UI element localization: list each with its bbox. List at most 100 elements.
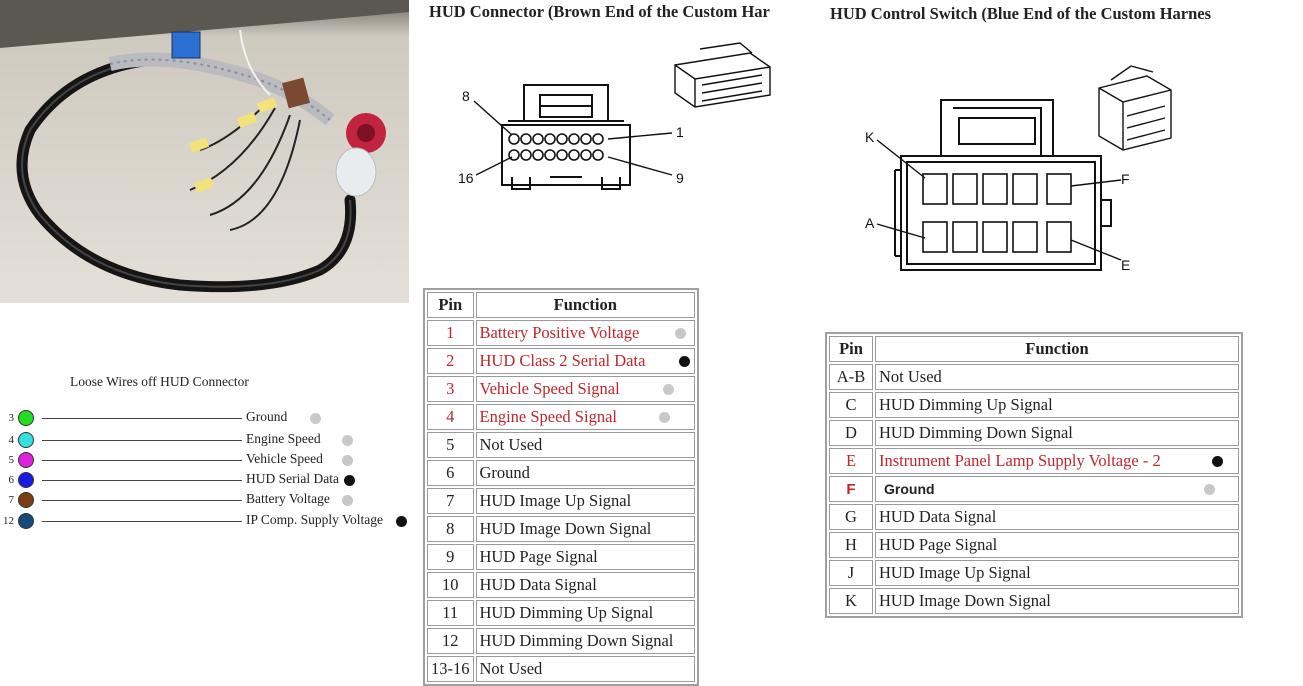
wire-label: HUD Serial Data: [246, 471, 339, 486]
table-row: 12 HUD Dimming Down Signal: [427, 628, 695, 654]
pin-cell: 11: [427, 600, 474, 626]
pin-cell: 13-16: [427, 656, 474, 682]
grey-dot-icon: [662, 384, 674, 395]
pin-cell: E: [829, 448, 873, 474]
black-dot-icon: [1212, 456, 1223, 467]
table-row: 1 Battery Positive Voltage: [427, 320, 695, 346]
wire-number: 12: [3, 515, 14, 527]
function-header: Function: [475, 292, 695, 318]
pin-header: Pin: [829, 336, 873, 362]
wire-color-icon: [18, 492, 34, 508]
function-cell: HUD Image Up Signal: [479, 491, 632, 510]
connector-label-9: 9: [676, 170, 684, 186]
hud-switch-heading: HUD Control Switch (Blue End of the Cust…: [830, 4, 1212, 23]
hud-switch-diagram: K F A E: [865, 65, 1172, 273]
switch-label-a: A: [865, 215, 875, 231]
black-dot-icon: [678, 356, 690, 367]
wire-line: [42, 418, 242, 419]
connector-label-1: 1: [676, 124, 684, 140]
table-row: C HUD Dimming Up Signal: [829, 392, 1239, 418]
wire-label: Battery Voltage: [246, 491, 330, 506]
pin-cell: F: [829, 476, 873, 502]
wire-number: 6: [8, 474, 15, 486]
wire-number: 5: [8, 454, 15, 466]
function-cell: HUD Dimming Up Signal: [479, 603, 654, 622]
grey-dot-icon: [342, 455, 353, 466]
function-cell: HUD Dimming Down Signal: [879, 423, 1073, 442]
wire-color-icon: [18, 472, 34, 488]
pin-cell: 3: [427, 376, 474, 402]
table-row: 4 Engine Speed Signal: [427, 404, 695, 430]
list-item: 12 IP Comp. Supply Voltage: [0, 512, 420, 532]
function-cell: HUD Class 2 Serial Data: [479, 351, 646, 370]
connector-label-8: 8: [462, 88, 470, 104]
pin-cell: 10: [427, 572, 474, 598]
grey-dot-icon: [658, 412, 670, 423]
table-row: H HUD Page Signal: [829, 532, 1239, 558]
table-row: A-B Not Used: [829, 364, 1239, 390]
switch-label-e: E: [1121, 257, 1130, 273]
hud-connector-heading: HUD Connector (Brown End of the Custom H…: [429, 2, 770, 21]
grey-dot-icon: [342, 495, 353, 506]
pin-cell: 7: [427, 488, 474, 514]
wire-line: [42, 521, 242, 522]
function-cell: Engine Speed Signal: [479, 407, 617, 426]
function-cell: Ground: [479, 463, 530, 482]
function-cell: Battery Positive Voltage: [479, 323, 640, 342]
table-row: 5 Not Used: [427, 432, 695, 458]
pin-cell: D: [829, 420, 873, 446]
wire-line: [42, 440, 242, 441]
table-row: 11 HUD Dimming Up Signal: [427, 600, 695, 626]
hud-connector-diagram: 8 1 16 9: [458, 42, 771, 190]
pin-cell: H: [829, 532, 873, 558]
function-cell: HUD Dimming Down Signal: [479, 631, 674, 650]
function-cell: HUD Page Signal: [879, 535, 998, 554]
pin-cell: 1: [427, 320, 474, 346]
function-cell: HUD Data Signal: [879, 507, 997, 526]
wire-color-icon: [18, 410, 34, 426]
pin-cell: 12: [427, 628, 474, 654]
grey-dot-icon: [310, 413, 321, 424]
table-row: D HUD Dimming Down Signal: [829, 420, 1239, 446]
function-header: Function: [875, 336, 1239, 362]
function-cell: Not Used: [479, 435, 543, 454]
pin-cell: 5: [427, 432, 474, 458]
table-row: E Instrument Panel Lamp Supply Voltage - …: [829, 448, 1239, 474]
connector-label-16: 16: [458, 170, 474, 186]
function-cell: HUD Image Up Signal: [879, 563, 1031, 582]
switch-label-f: F: [1121, 171, 1130, 187]
black-dot-icon: [396, 516, 407, 527]
function-cell: HUD Page Signal: [479, 547, 598, 566]
function-cell: Not Used: [879, 367, 942, 386]
pin-cell: C: [829, 392, 873, 418]
pin-cell: J: [829, 560, 873, 586]
wire-label: Ground: [246, 409, 288, 424]
wire-label: Engine Speed: [246, 431, 321, 446]
pin-header: Pin: [427, 292, 474, 318]
wire-color-icon: [18, 452, 34, 468]
wire-line: [42, 500, 242, 501]
table-row: J HUD Image Up Signal: [829, 560, 1239, 586]
pin-cell: A-B: [829, 364, 873, 390]
wire-label: IP Comp. Supply Voltage: [246, 512, 384, 527]
function-cell: Instrument Panel Lamp Supply Voltage - 2: [879, 451, 1161, 470]
loose-wires-title: Loose Wires off HUD Connector: [70, 374, 249, 389]
grey-dot-icon: [342, 435, 353, 446]
list-item: 6 HUD Serial Data: [0, 471, 420, 491]
function-cell: HUD Dimming Up Signal: [879, 395, 1053, 414]
wire-line: [42, 480, 242, 481]
pin-cell: 9: [427, 544, 474, 570]
pin-cell: 4: [427, 404, 474, 430]
wire-line: [42, 460, 242, 461]
